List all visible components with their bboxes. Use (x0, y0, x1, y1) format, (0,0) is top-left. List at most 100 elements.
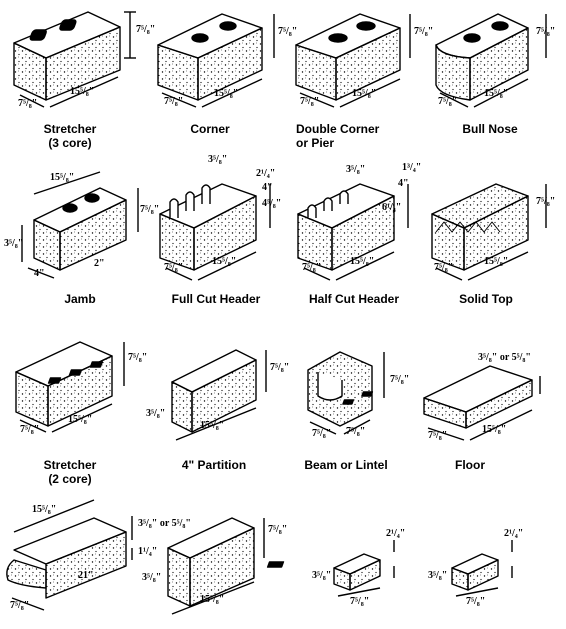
dim-label: 7⁵/₈" (302, 262, 322, 273)
small-brick-drawing (333, 540, 395, 597)
dim-label: 15⁵/₈" (70, 86, 95, 97)
caption-line-2: (3 core) (48, 136, 92, 150)
dim-label: 7⁵/₈" (164, 96, 184, 107)
dim-label: 15⁵/₈" (352, 88, 377, 99)
caption-beam-lintel: Beam or Lintel (296, 458, 396, 472)
caption-line: Half Cut Header (308, 292, 400, 306)
caption-full-cut-header: Full Cut Header (156, 292, 276, 306)
dim-label: 21" (78, 570, 94, 581)
dim-label: 7⁵/₈" (164, 262, 184, 273)
caption-jamb: Jamb (40, 292, 120, 306)
dim-label: 15⁵/₈" (200, 594, 225, 605)
caption-stretcher-2-core: Stretcher (2 core) (20, 458, 120, 486)
dim-label: 3⁵/₈" (312, 570, 332, 581)
dim-label: 3⁵/₈" or 5⁵/₈" (138, 518, 191, 529)
dim-label: 15⁵/₈" (482, 424, 507, 435)
dim-label: 2¹/₄" (256, 168, 276, 179)
stretcher-2-core-drawing (15, 341, 125, 433)
beam-lintel-drawing (307, 351, 385, 435)
dim-label: 4" (398, 178, 409, 189)
dim-label: 7⁵/₈" (428, 430, 448, 441)
caption-bull-nose: Bull Nose (440, 122, 540, 136)
half-cut-header-drawing (297, 183, 409, 281)
dim-label: 15⁵/₈" (212, 256, 237, 267)
dim-label: 7⁵/₈" (10, 600, 30, 611)
caption-line: Corner (190, 122, 230, 136)
floor-drawing (342, 365, 541, 441)
caption-line: Jamb (64, 292, 96, 306)
caption-line: Beam or Lintel (304, 458, 388, 472)
partition-drawing (47, 349, 267, 441)
small-cored-brick-drawing (266, 540, 513, 597)
dim-label: 3⁵/₈" (346, 164, 366, 175)
caption-line: Stretcher (43, 122, 97, 136)
dim-label: 3⁵/₈" (142, 572, 162, 583)
dim-label: 1¹/₄" (138, 546, 158, 557)
dim-label: 1³/₄" (402, 162, 422, 173)
dim-label: 4" (34, 268, 45, 279)
double-corner-drawing (295, 13, 411, 108)
dim-label: 7⁵/₈" (268, 524, 288, 535)
caption-corner: Corner (160, 122, 260, 136)
dim-label: 2" (94, 258, 105, 269)
dim-label: 15⁵/₈" (214, 88, 239, 99)
caption-line-2: (2 core) (48, 472, 92, 486)
full-cut-header-drawing (159, 183, 271, 281)
dim-label: 15⁵/₈" (32, 504, 57, 515)
caption-double-corner: Double Corner or Pier (296, 122, 396, 150)
ledge-block-drawing (6, 499, 133, 611)
caption-line: Solid Top (459, 292, 513, 306)
dim-label: 7⁵/₈" (20, 424, 40, 435)
dim-label: 15⁵/₈" (484, 88, 509, 99)
dim-label: 7⁵/₈" (136, 24, 156, 35)
dim-label: 15⁵/₈" (68, 414, 93, 425)
caption-half-cut-header: Half Cut Header (294, 292, 414, 306)
dim-label: 7⁵/₈" (300, 96, 320, 107)
stretcher-3-core-drawing (13, 11, 136, 108)
dim-label: 3⁵/₈" or 5⁵/₈" (478, 352, 531, 363)
dim-label: 15⁵/₈" (350, 256, 375, 267)
caption-line: Full Cut Header (171, 292, 261, 306)
caption-partition: 4" Partition (164, 458, 264, 472)
dim-label: 2¹/₄" (386, 528, 406, 539)
caption-line: Floor (455, 458, 485, 472)
dim-label: 7⁵/₈" (438, 96, 458, 107)
dim-label: 2¹/₄" (504, 528, 524, 539)
dim-label: 3⁵/₈" (428, 570, 448, 581)
dim-label: 7⁵/₈" (346, 426, 366, 437)
caption-line: Double Corner (296, 122, 380, 136)
caption-line-2: or Pier (296, 136, 335, 150)
caption-floor: Floor (430, 458, 510, 472)
dim-label: 7⁵/₈" (18, 98, 38, 109)
dim-label: 6¹/₄" (382, 202, 402, 213)
dim-label: 7⁵/₈" (140, 204, 160, 215)
dim-label: 7⁵/₈" (350, 596, 370, 607)
dim-label: 7⁵/₈" (270, 362, 290, 373)
dim-label: 3⁵/₈" (208, 154, 228, 165)
dim-label: 7⁵/₈" (312, 428, 332, 439)
solid-block-drawing (167, 517, 265, 615)
caption-line: Stretcher (43, 458, 97, 472)
solid-top-drawing (431, 183, 547, 281)
dim-label: 7⁵/₈" (434, 262, 454, 273)
dim-label: 15⁵/₈" (50, 172, 75, 183)
jamb-drawing (21, 171, 139, 279)
dim-label: 7⁵/₈" (466, 596, 486, 607)
dim-label: 7⁵/₈" (536, 26, 556, 37)
dim-label: 4⁵/₈" (262, 198, 282, 209)
dim-label: 15⁵/₈" (484, 256, 509, 267)
corner-drawing (157, 13, 275, 108)
dim-label: 7⁵/₈" (414, 26, 434, 37)
caption-solid-top: Solid Top (436, 292, 536, 306)
bull-nose-drawing (435, 13, 547, 108)
dim-label: 7⁵/₈" (128, 352, 148, 363)
caption-stretcher-3-core: Stretcher (3 core) (20, 122, 120, 150)
caption-line: 4" Partition (181, 458, 247, 472)
dim-label: 15⁵/₈" (200, 420, 225, 431)
caption-line: Bull Nose (462, 122, 518, 136)
dim-label: 3⁵/₈" (4, 238, 24, 249)
dim-label: 4" (262, 182, 273, 193)
dim-label: 7⁵/₈" (278, 26, 298, 37)
